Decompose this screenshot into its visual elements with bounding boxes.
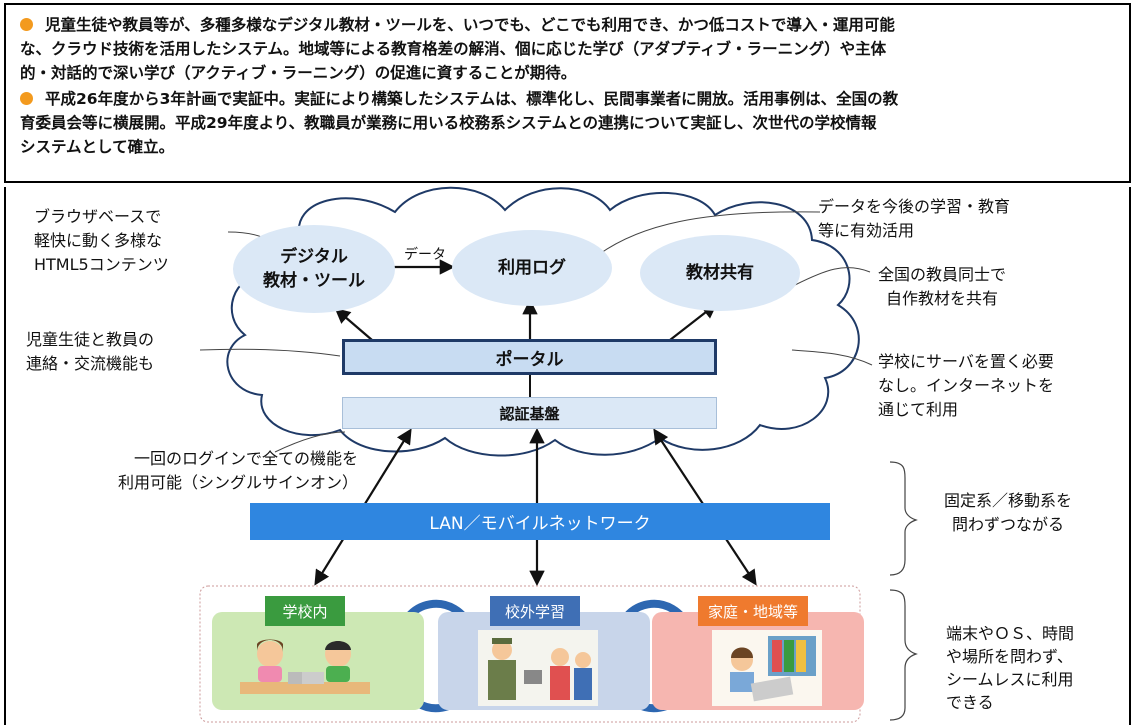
callout-network: 固定系／移動系を 問わずつながる xyxy=(944,491,1073,534)
summary-bullet-1-line-3: 的・対話的で深い学び（アクティブ・ラーニング）の促進に資することが期待。 xyxy=(20,64,577,82)
digital-material-ellipse: デジタル教材・ツール xyxy=(233,225,395,313)
callout-teacher-share: 全国の教員同士で 自作教材を共有 xyxy=(878,265,1007,308)
data-arrow-label: データ xyxy=(404,247,446,263)
brace xyxy=(889,589,918,721)
callout-contact: 児童生徒と教員の 連絡・交流機能も xyxy=(26,330,155,373)
summary-bullet-1: 児童生徒や教員等が、多種多様なデジタル教材・ツールを、いつでも、どこでも利用でき… xyxy=(20,13,1119,37)
summary-bullet-2: 平成26年度から3年計画で実証中。実証により構築したシステムは、標準化し、民間事… xyxy=(20,87,1119,111)
network-bar: LAN／モバイルネットワーク xyxy=(250,503,830,540)
orange-bullet-icon xyxy=(20,92,33,105)
school-tag: 学校内 xyxy=(265,596,345,626)
portal-arrow xyxy=(334,307,373,341)
callout-data-use: データを今後の学習・教育 等に有効活用 xyxy=(818,197,1011,240)
diagram-frame xyxy=(4,187,1131,725)
usage-log-ellipse: 利用ログ xyxy=(452,230,612,306)
callout-browser: ブラウザベースで 軽快に動く多様な HTML5コンテンツ xyxy=(34,207,169,274)
outside-tag: 校外学習 xyxy=(490,596,580,626)
callout-server: 学校にサーバを置く必要 なし。インターネットを 通じて利用 xyxy=(878,352,1055,419)
summary-bullet-2-line-3: システムとして確立。 xyxy=(20,138,175,156)
callout-line xyxy=(791,349,873,366)
brace xyxy=(889,461,918,576)
callout-sso: 一回のログインで全ての機能を 利用可能（シングルサインオン） xyxy=(117,449,358,492)
home-illustration xyxy=(712,630,822,706)
callout-line xyxy=(199,348,341,357)
callout-line xyxy=(597,211,821,256)
portal-box: ポータル xyxy=(342,339,717,375)
home-tag: 家庭・地域等 xyxy=(698,596,808,626)
summary-box: 児童生徒や教員等が、多種多様なデジタル教材・ツールを、いつでも、どこでも利用でき… xyxy=(4,3,1131,183)
summary-bullet-2-line-2: 育委員会等に横展開。平成29年度より、教職員が業務に用いる校務系システムとの連携… xyxy=(20,114,877,132)
orange-bullet-icon xyxy=(20,18,33,31)
material-share-ellipse: 教材共有 xyxy=(640,235,800,311)
callout-line xyxy=(794,267,871,286)
students-illustration xyxy=(240,639,370,694)
summary-bullet-1-line-2: な、クラウド技術を活用したシステム。地域等による教育格差の解消、個に応じた学び（… xyxy=(20,40,887,58)
auth-box: 認証基盤 xyxy=(342,397,717,429)
callout-device: 端末やＯＳ、時間 や場所を問わず、 シームレスに利用 できる xyxy=(946,624,1075,712)
portal-arrow xyxy=(669,303,718,341)
field-trip-illustration xyxy=(478,630,598,706)
